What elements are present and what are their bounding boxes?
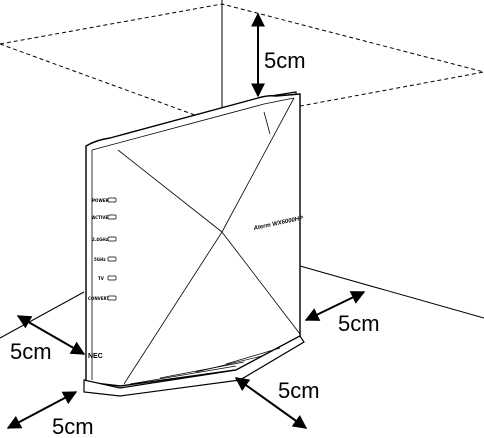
left-clearance-label: 5cm [10,339,52,364]
router-device [83,91,305,397]
led-active-light [107,214,117,220]
clearance-arrows [6,12,366,429]
left-clearance-arrow [16,315,86,355]
front-left-clearance-arrow [6,391,78,429]
led-5ghz: 5GHz [94,256,117,262]
right-clearance-arrow [304,291,366,321]
led-24ghz: 2.4GHz [92,236,117,242]
led-panel: POWER ACTIVE 2.4GHz 5GHz TV CONVERTER [88,197,117,301]
device-top-edge [91,97,295,151]
plane-back-edge [0,3,484,73]
device-stand [83,335,305,397]
nec-logo: NEC [88,353,103,360]
led-label-power: POWER [92,198,109,203]
front-clearance-label: 5cm [278,378,320,403]
led-24ghz-light [107,236,117,242]
led-converter-light [107,295,117,301]
front-clearance-arrow [234,377,308,429]
led-power: POWER [92,197,117,203]
led-tv-light [107,275,117,281]
front-left-clearance-label: 5cm [52,414,94,438]
led-active: ACTIVE [92,214,117,220]
led-label-tv: TV [98,276,105,281]
left-floor-line [0,291,85,339]
right-floor-line [299,265,484,319]
led-power-light [107,197,117,203]
stand-vents [129,347,281,385]
led-tv: TV [98,275,117,281]
right-clearance-label: 5cm [338,311,380,336]
top-clearance-label: 5cm [264,48,306,73]
led-label-5ghz: 5GHz [94,257,106,262]
led-label-24ghz: 2.4GHz [92,237,109,242]
led-converter: CONVERTER [88,295,117,301]
led-label-active: ACTIVE [92,215,108,220]
device-front-face [85,93,301,387]
led-label-converter: CONVERTER [88,296,115,301]
led-5ghz-light [107,256,117,262]
device-facet-lines [117,97,301,385]
